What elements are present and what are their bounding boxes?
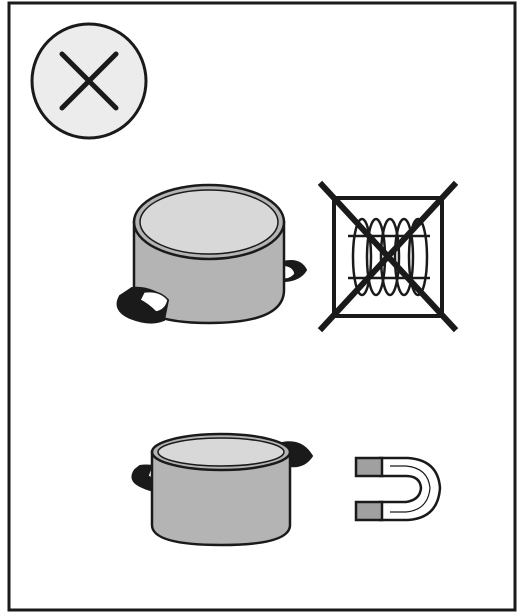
crossed-induction-coil-icon xyxy=(322,185,454,328)
cross-in-circle-icon xyxy=(32,24,146,138)
non-magnetic-cookware-pot-icon xyxy=(118,185,306,323)
cookware-pot-icon xyxy=(132,434,312,545)
